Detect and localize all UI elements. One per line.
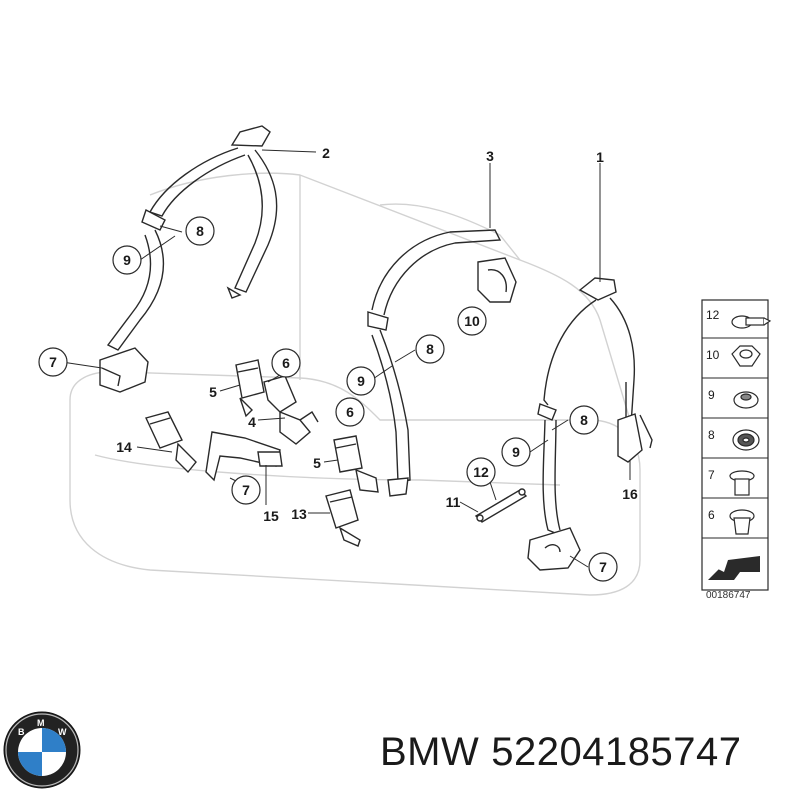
callout-label: 9: [123, 252, 131, 268]
callout-11: 11: [446, 494, 461, 510]
svg-text:M: M: [37, 718, 45, 728]
callout-label: 10: [464, 313, 480, 329]
callout-label: 15: [263, 508, 279, 524]
fastener-legend: 12 10 9 8 7 6: [701, 299, 772, 601]
callout-circle: [346, 366, 376, 396]
callout-circle: [335, 397, 365, 427]
callout-6: 6: [335, 397, 365, 427]
callout-label: 7: [49, 354, 57, 370]
callout-2: 2: [322, 145, 330, 161]
cap-nut-icon: [733, 391, 759, 409]
buckles-4-5-6: [235, 359, 319, 445]
callout-label: 8: [580, 412, 588, 428]
callout-16: 16: [622, 486, 638, 502]
washer-nut-icon: [732, 429, 760, 451]
svg-text:W: W: [58, 727, 67, 737]
hex-nut-icon: [731, 345, 761, 367]
callout-label: 9: [512, 444, 520, 460]
svg-text:B: B: [18, 727, 25, 737]
callout-15: 15: [263, 508, 279, 524]
diagram-ref-code: 00186747: [706, 590, 751, 601]
belt-part-2: [99, 125, 278, 393]
callout-label: 5: [209, 384, 217, 400]
callout-label: 7: [599, 559, 607, 575]
callout-7: 7: [38, 347, 68, 377]
callout-12: 12: [466, 457, 496, 487]
callout-label: 5: [313, 455, 321, 471]
callout-5: 5: [313, 455, 321, 471]
callout-circle: [185, 216, 215, 246]
callout-circle: [569, 405, 599, 435]
callout-label: 3: [486, 148, 494, 164]
callout-label: 14: [116, 439, 132, 455]
callout-8: 8: [569, 405, 599, 435]
callout-7: 7: [231, 475, 261, 505]
callout-label: 6: [282, 355, 290, 371]
bracket-11: [474, 488, 528, 523]
callout-4: 4: [248, 414, 256, 430]
callout-label: 1: [596, 149, 604, 165]
bmw-logo: B M W: [3, 711, 81, 789]
callout-label: 16: [622, 486, 638, 502]
callout-9: 9: [112, 245, 142, 275]
callout-label: 13: [291, 506, 307, 522]
callout-8: 8: [415, 334, 445, 364]
buckles-5-13: [325, 435, 379, 547]
callout-3: 3: [486, 148, 494, 164]
callout-label: 8: [196, 223, 204, 239]
part-number: 52204185747: [491, 730, 742, 774]
shoulder-bolt-icon: [729, 509, 755, 535]
callout-9: 9: [501, 437, 531, 467]
legend-label: 12: [706, 308, 720, 322]
buckle-14-15: [145, 411, 283, 482]
callout-label: 4: [248, 414, 256, 430]
hex-bolt-icon: [729, 470, 755, 496]
callout-circle: [415, 334, 445, 364]
callout-label: 12: [473, 464, 489, 480]
callout-label: 2: [322, 145, 330, 161]
legend-label: 6: [708, 508, 715, 522]
callout-6: 6: [271, 348, 301, 378]
callout-10: 10: [457, 306, 487, 336]
callout-circle: [457, 306, 487, 336]
legend-label: 9: [708, 388, 715, 402]
legend-label: 10: [706, 348, 720, 362]
callout-label: 8: [426, 341, 434, 357]
callout-label: 7: [242, 482, 250, 498]
callout-label: 9: [357, 373, 365, 389]
callout-7: 7: [588, 552, 618, 582]
callout-8: 8: [185, 216, 215, 246]
callout-circle: [271, 348, 301, 378]
callout-5: 5: [209, 384, 217, 400]
direction-arrow-icon: [708, 556, 760, 580]
callout-circle: [38, 347, 68, 377]
callout-circle: [501, 437, 531, 467]
belt-part-3: [367, 229, 517, 497]
callout-9: 9: [346, 366, 376, 396]
brand-name: BMW: [380, 730, 480, 774]
callout-circle: [466, 457, 496, 487]
callout-13: 13: [291, 506, 307, 522]
flange-bolt-icon: [731, 315, 772, 329]
callout-label: 11: [446, 494, 461, 510]
callout-circle: [231, 475, 261, 505]
callout-circle: [588, 552, 618, 582]
callout-circle: [112, 245, 142, 275]
legend-label: 7: [708, 468, 715, 482]
callout-14: 14: [116, 439, 132, 455]
callout-1: 1: [596, 149, 604, 165]
belt-part-1: [527, 277, 653, 571]
callout-label: 6: [346, 404, 354, 420]
legend-label: 8: [708, 428, 715, 442]
